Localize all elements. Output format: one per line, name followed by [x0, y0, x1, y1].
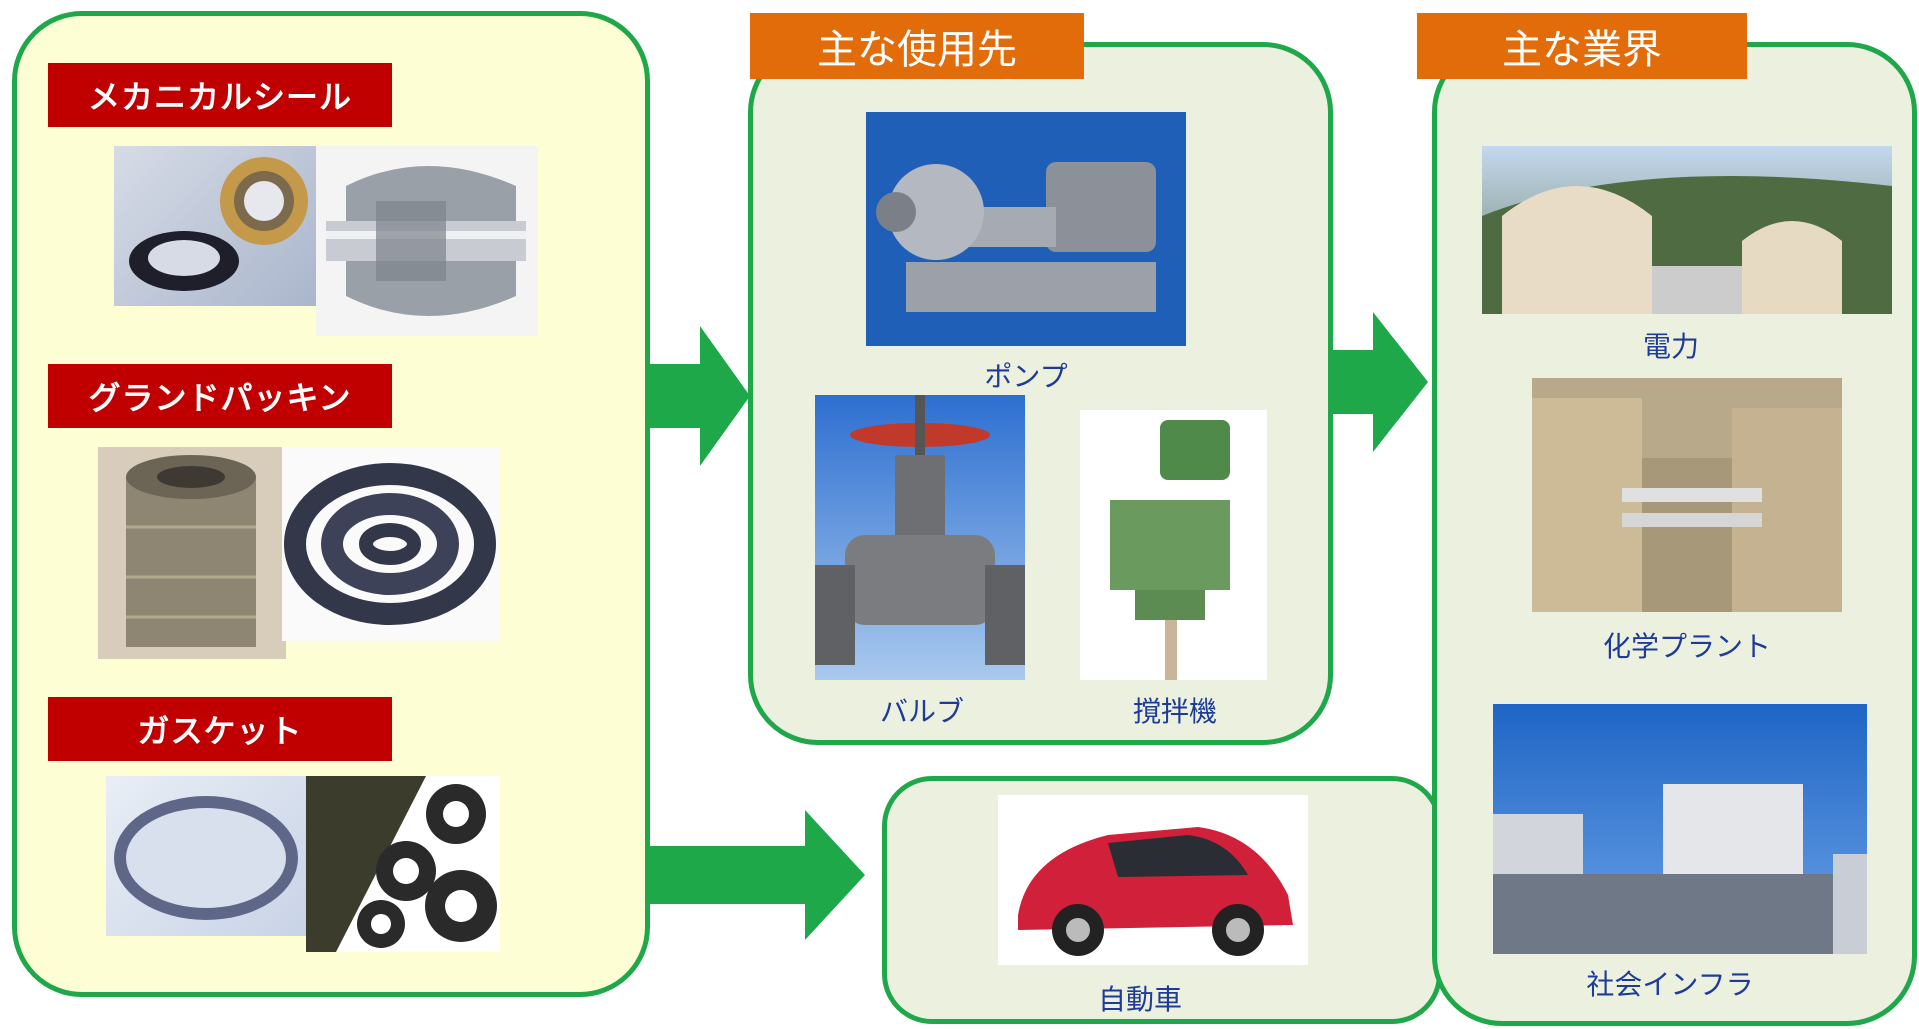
car-image [998, 795, 1308, 965]
caption-pump: ポンプ [984, 360, 1068, 393]
caption-chemical-plant: 化学プラント [1602, 630, 1771, 663]
infrastructure-image [1493, 704, 1867, 954]
mechanical-seal-rings-image [114, 146, 316, 306]
gland-packing-coil-image [282, 447, 500, 641]
industries-title-tab: 主な業界 [1417, 13, 1747, 79]
gasket-ring-image [106, 776, 306, 936]
caption-car: 自動車 [1097, 983, 1182, 1016]
arrow-right-icon [640, 326, 750, 466]
label-gasket: ガスケット [48, 697, 392, 761]
arrow-right-icon [640, 810, 865, 940]
mixer-image [1080, 410, 1267, 680]
caption-infrastructure: 社会インフラ [1586, 968, 1754, 1001]
gasket-sheets-image [306, 776, 500, 952]
label-gland-packing: グランドパッキン [48, 364, 392, 428]
usage-title-tab: 主な使用先 [750, 13, 1084, 79]
arrow-right-icon [1318, 312, 1428, 452]
pump-image [866, 112, 1186, 346]
arrow-products-to-usage [640, 326, 750, 466]
caption-mixer: 撹拌機 [1132, 695, 1217, 728]
caption-valve: バルブ [879, 695, 964, 728]
gland-packing-cylinder-image [98, 447, 286, 659]
arrow-usage-to-industries [1318, 312, 1428, 452]
chemical-plant-image [1532, 378, 1842, 612]
caption-power: 電力 [1642, 330, 1699, 363]
arrow-products-to-car [640, 810, 865, 940]
valve-image [815, 395, 1025, 680]
label-mechanical-seal: メカニカルシール [48, 63, 392, 127]
power-plant-image [1482, 146, 1892, 314]
mechanical-seal-cutaway-image [316, 146, 538, 336]
